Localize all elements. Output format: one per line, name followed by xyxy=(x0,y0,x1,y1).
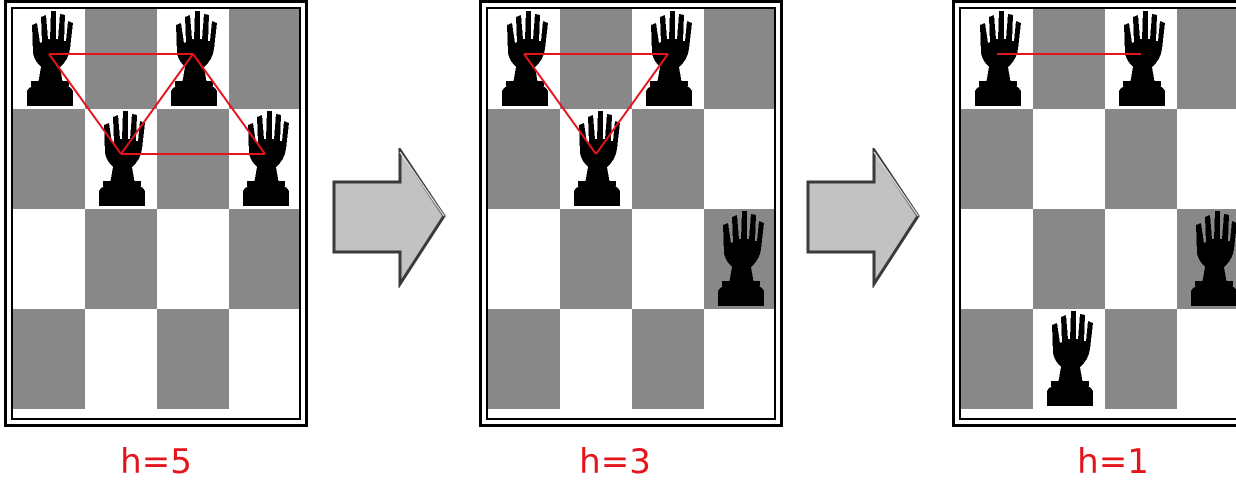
board-square xyxy=(560,309,632,409)
heuristic-label-3: h=1 xyxy=(1038,442,1188,482)
board-square xyxy=(157,109,229,209)
board-square xyxy=(1105,109,1177,209)
board-2-squares xyxy=(486,7,776,420)
board-square xyxy=(85,309,157,409)
board-square xyxy=(1177,9,1236,109)
board-square xyxy=(1105,209,1177,309)
board-square xyxy=(1033,209,1105,309)
heuristic-label-1: h=5 xyxy=(81,442,231,482)
board-square xyxy=(157,309,229,409)
board-square xyxy=(1033,9,1105,109)
board-square xyxy=(488,109,560,209)
board-1-grid xyxy=(13,9,299,418)
board-square xyxy=(704,109,774,209)
board-square xyxy=(632,309,704,409)
board-square xyxy=(157,209,229,309)
board-square xyxy=(13,309,85,409)
board-square xyxy=(560,209,632,309)
board-square xyxy=(1033,109,1105,209)
board-square xyxy=(85,209,157,309)
board-square xyxy=(13,109,85,209)
board-square xyxy=(488,309,560,409)
board-square xyxy=(560,9,632,109)
right-arrow-icon xyxy=(330,148,450,288)
board-square xyxy=(961,209,1033,309)
board-square xyxy=(632,109,704,209)
board-1-squares xyxy=(11,7,301,420)
board-square xyxy=(1105,309,1177,409)
board-square xyxy=(1177,109,1236,209)
board-1 xyxy=(4,0,308,427)
board-square xyxy=(229,9,299,109)
board-3 xyxy=(952,0,1236,427)
board-3-grid xyxy=(961,9,1236,418)
board-square xyxy=(704,9,774,109)
board-square xyxy=(229,209,299,309)
board-square xyxy=(229,309,299,409)
heuristic-label-2: h=3 xyxy=(540,442,690,482)
board-3-squares xyxy=(959,7,1236,420)
board-square xyxy=(13,209,85,309)
board-square xyxy=(961,109,1033,209)
board-square xyxy=(1177,309,1236,409)
board-square xyxy=(632,209,704,309)
right-arrow-icon xyxy=(804,148,924,288)
board-square xyxy=(961,309,1033,409)
board-square xyxy=(488,209,560,309)
board-square xyxy=(85,9,157,109)
board-2 xyxy=(479,0,783,427)
board-square xyxy=(704,309,774,409)
board-2-grid xyxy=(488,9,774,418)
